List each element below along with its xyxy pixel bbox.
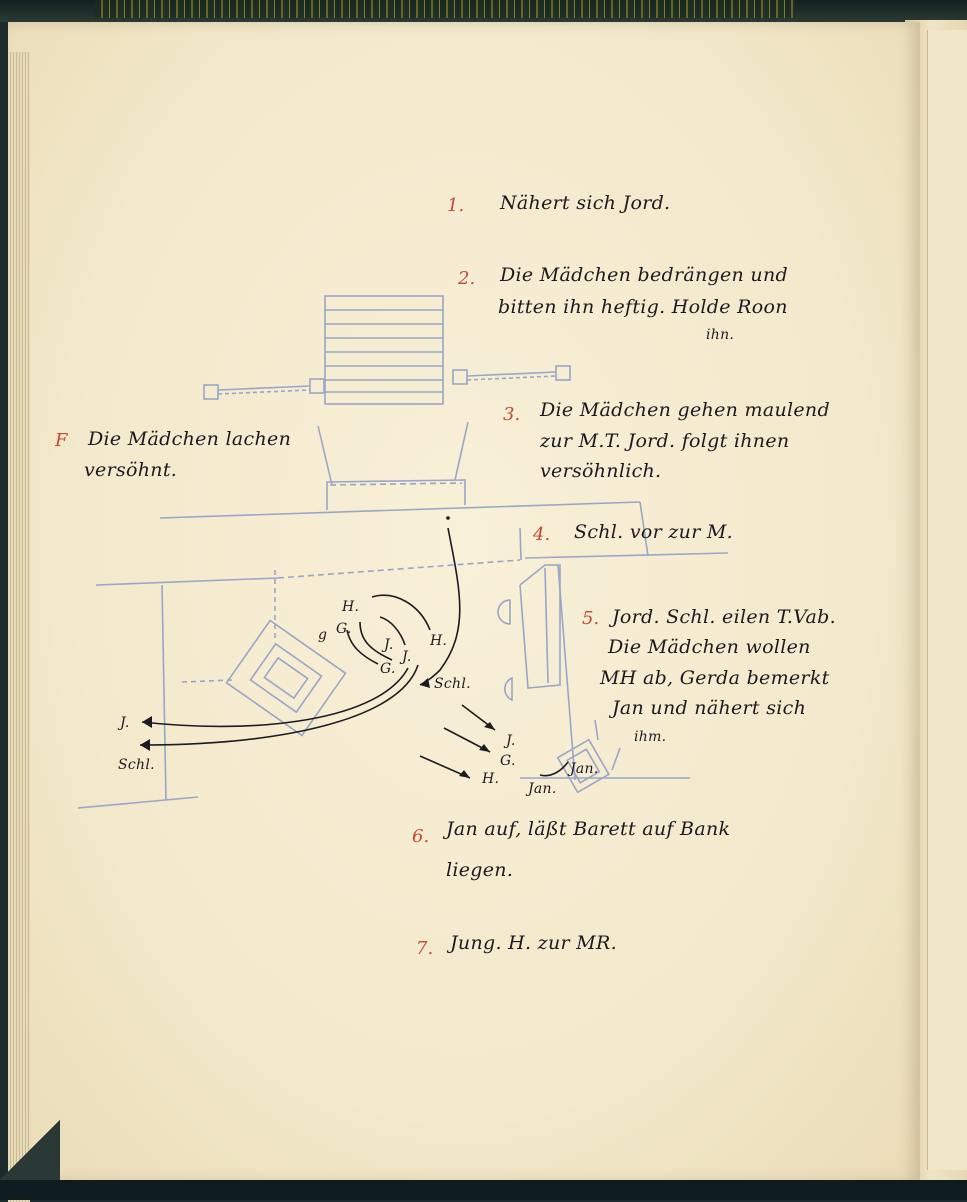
item-5-line-1: Jord. Schl. eilen T.Vab. (612, 606, 836, 628)
sketch-label-j: J. (384, 637, 394, 653)
item-6-line-1: Jan auf, läßt Barett auf Bank (446, 818, 731, 840)
page-stack-left (8, 52, 30, 1202)
sketch-label-j2: J. (402, 649, 412, 665)
sketch-label-h3: H. (482, 771, 500, 787)
sketch-label-schl: Schl. (434, 676, 471, 692)
sketch-label-jan: Jan. (570, 761, 599, 777)
side-note-letter: F (55, 430, 68, 451)
notebook-page (8, 22, 920, 1202)
sketch-label-schl-left: Schl. (118, 757, 155, 773)
item-4-number: 4. (533, 524, 551, 545)
page-corner (0, 1120, 60, 1180)
sketch-label-g3: G. (500, 753, 516, 769)
item-3-line-1: Die Mädchen gehen maulend (540, 399, 830, 421)
item-1-line-1: Nähert sich Jord. (500, 192, 671, 214)
item-5-line-3: MH ab, Gerda bemerkt (600, 667, 830, 689)
item-3-line-3: versöhnlich. (540, 460, 662, 482)
item-2-line-1: Die Mädchen bedrängen und (500, 264, 788, 286)
sketch-label-h: H. (342, 599, 360, 615)
item-3-number: 3. (503, 404, 521, 425)
sketch-label-h2: H. (430, 633, 448, 649)
item-4-line-1: Schl. vor zur M. (574, 521, 734, 543)
item-2-line-2: bitten ihn heftig. Holde Roon (498, 296, 788, 318)
item-2-number: 2. (458, 268, 476, 289)
sketch-label-g: g (318, 627, 328, 643)
stairs-block (324, 295, 444, 405)
item-5-line-4: Jan und nähert sich (612, 697, 807, 719)
side-note-line-2: versöhnt. (84, 459, 178, 481)
sketch-label-j3: J. (506, 733, 516, 749)
item-1-number: 1. (447, 195, 465, 216)
book-cover-bottom (0, 1180, 967, 1200)
item-6-number: 6. (412, 826, 430, 847)
sketch-label-g2: G. (380, 661, 396, 677)
item-3-line-2: zur M.T. Jord. folgt ihnen (540, 430, 790, 452)
item-7-number: 7. (416, 938, 434, 959)
sketch-label-j-left: J. (120, 715, 130, 731)
side-note-line-1: Die Mädchen lachen (88, 428, 292, 450)
item-5-line-5: ihm. (634, 729, 667, 745)
sketch-label-jan2: Jan. (528, 781, 557, 797)
item-2-line-3: ihn. (706, 327, 735, 343)
item-5-number: 5. (582, 608, 600, 629)
sketch-label-s: G. (336, 621, 352, 637)
item-5-line-2: Die Mädchen wollen (608, 636, 811, 658)
item-6-line-2: liegen. (446, 859, 514, 881)
marbled-edge (95, 0, 795, 18)
item-7-line-1: Jung. H. zur MR. (450, 932, 617, 954)
